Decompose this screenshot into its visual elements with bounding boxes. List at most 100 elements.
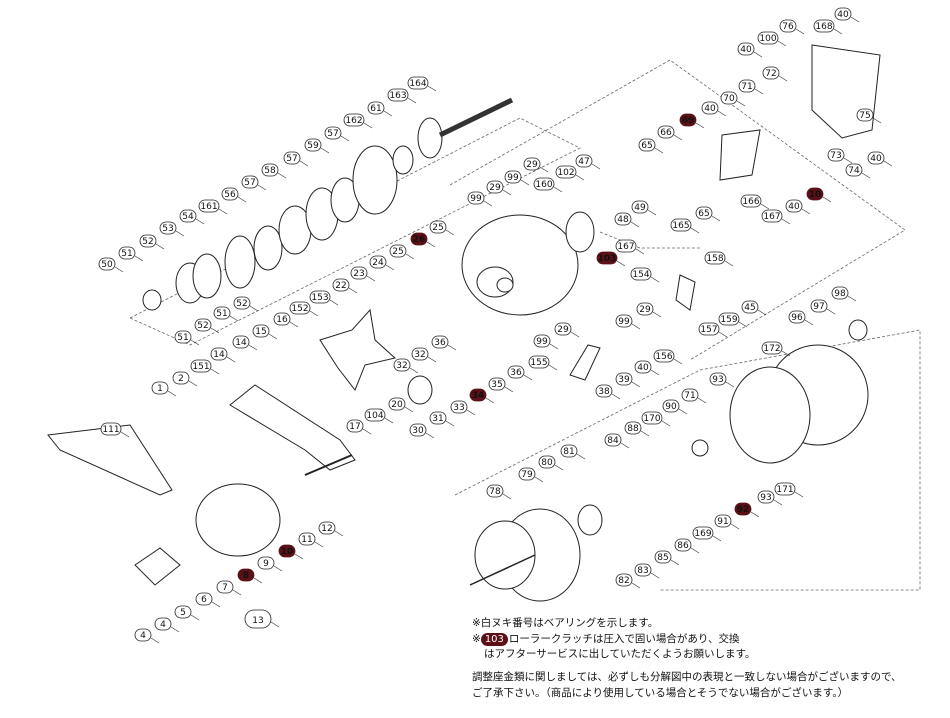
part-label-45: 45 [741,300,759,314]
part-label-40: 40 [785,199,803,213]
part-label-1: 1 [151,381,169,395]
part-number: 85 [657,553,668,563]
part-label-4: 4 [154,617,172,631]
part-number: 33 [453,403,464,413]
part-label-163: 163 [387,88,409,102]
part-number: 167 [617,242,634,252]
part-label-2: 2 [172,371,190,385]
part-number: 52 [142,237,153,247]
note-acknowledge: ご了承下さい。（商品により使用している場合とそうでない場合がございます。） [472,687,849,699]
part-number: 84 [607,436,619,446]
part-label-34: 34 [469,388,487,402]
part-number: 25 [432,223,443,233]
part-number: 54 [182,212,194,222]
part-label-50: 50 [98,257,116,271]
part-number: 65 [641,141,652,151]
part-label-53: 53 [159,221,177,235]
part-label-90: 90 [662,399,680,413]
part-number: 11 [301,535,312,545]
part-number: 170 [643,414,660,424]
part-number: 65 [698,209,709,219]
part-label-158: 158 [704,251,726,265]
part-label-104: 104 [364,408,386,422]
part-label-39: 39 [615,372,633,386]
part-number: 74 [848,166,860,176]
part-number: 48 [617,215,629,225]
part-number: 34 [472,391,485,401]
part-number: 69 [682,116,695,126]
part-label-40: 40 [701,101,719,115]
part-label-25: 25 [429,220,447,234]
part-label-80: 80 [538,455,556,469]
part-number: 17 [349,422,360,432]
part-number: 1 [157,384,163,394]
part-number: 29 [489,183,501,193]
part-number: 153 [311,293,328,303]
part-number: 156 [655,352,672,362]
part-number: 51 [216,309,227,319]
part-label-5: 5 [174,605,192,619]
part-number: 93 [712,375,723,385]
part-number: 99 [618,317,630,327]
part-label-8: 8 [237,568,255,582]
part-label-93: 93 [757,490,775,504]
part-label-78: 78 [486,484,504,498]
part-label-73: 73 [827,148,845,162]
part-number: 31 [432,414,443,424]
part-number: 23 [353,269,364,279]
part-label-10: 10 [806,187,824,201]
part-label-88: 88 [624,421,642,435]
part-label-99: 99 [504,170,522,184]
part-number: 38 [598,387,610,397]
part-label-47: 47 [575,154,593,168]
part-number: 78 [489,487,501,497]
part-label-164: 164 [407,76,429,90]
part-number: 51 [121,249,132,259]
part-label-111: 111 [100,422,122,436]
part-label-33: 33 [450,400,468,414]
part-label-20: 20 [388,397,406,411]
part-number: 98 [834,289,846,299]
part-number: 104 [366,411,383,421]
part-number: 171 [776,485,793,495]
part-number: 169 [694,529,711,539]
part-number: 16 [276,315,288,325]
part-label-4: 4 [134,628,152,642]
part-label-96: 96 [788,310,806,324]
part-label-61: 61 [367,101,385,115]
part-number: 72 [765,69,776,79]
part-label-85: 85 [654,550,672,564]
part-label-58: 58 [261,163,279,177]
part-number: 172 [763,344,780,354]
part-number: 165 [672,221,689,231]
part-label-160: 160 [533,177,555,191]
part-label-81: 81 [560,444,578,458]
part-label-24: 24 [369,255,387,269]
part-number: 36 [434,338,446,348]
part-number: 166 [742,197,759,207]
part-label-23: 23 [350,266,368,280]
part-label-36: 36 [507,365,525,379]
part-number: 75 [859,111,870,121]
part-number: 167 [763,212,780,222]
part-number: 29 [526,160,538,170]
part-number: 99 [470,194,482,204]
part-label-17: 17 [346,419,364,433]
part-number: 71 [741,82,752,92]
part-label-169: 169 [692,526,714,540]
part-number: 57 [327,129,338,139]
part-number: 2 [178,374,184,384]
part-label-156: 156 [653,349,675,363]
part-number: 4 [160,620,166,630]
part-number: 53 [162,224,173,234]
part-label-38: 38 [595,384,613,398]
part-label-57: 57 [324,126,342,140]
part-number: 32 [396,361,407,371]
part-label-151: 151 [190,359,212,373]
part-number: 157 [700,325,717,335]
part-label-56: 56 [221,187,239,201]
part-number: 7 [222,583,228,593]
part-number: 4 [140,631,146,641]
part-number: 66 [660,128,672,138]
